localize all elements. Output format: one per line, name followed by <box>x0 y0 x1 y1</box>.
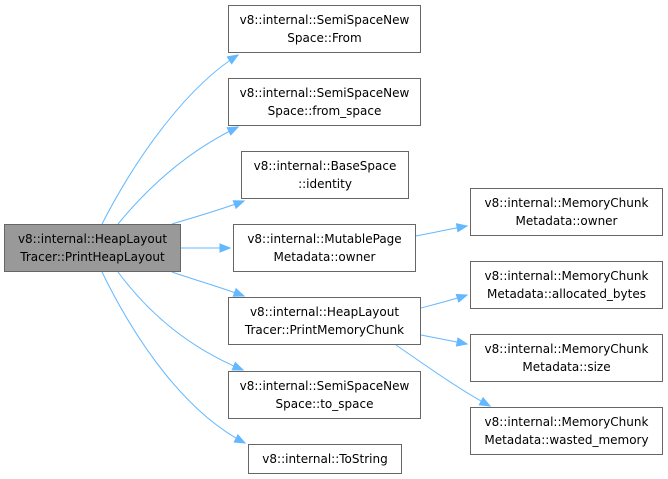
edge-root-to-from_space <box>117 126 239 225</box>
arrowhead-print_chunk-to-size <box>455 337 469 347</box>
node-line: ::identity <box>298 177 352 191</box>
node-semispace-new-space-from-space[interactable]: v8::internal::SemiSpaceNew Space::from_s… <box>228 78 421 126</box>
arrowhead-print_chunk-to-allocated <box>455 293 469 303</box>
arrowhead-root-to-to_space <box>231 361 245 371</box>
node-memory-chunk-metadata-size[interactable]: v8::internal::MemoryChunk Metadata::size <box>470 334 663 382</box>
node-memory-chunk-metadata-owner[interactable]: v8::internal::MemoryChunk Metadata::owne… <box>470 188 663 236</box>
edge-root-to-tostring <box>101 271 246 444</box>
node-line: v8::internal::MutablePage <box>247 232 402 246</box>
arrowhead-root-to-identity <box>232 200 246 210</box>
node-line: Space::from_space <box>267 104 382 118</box>
arrowhead-mp_owner-to-mc_owner <box>455 223 469 233</box>
node-line: v8::internal::MemoryChunk <box>484 342 649 356</box>
node-line: v8::internal::SemiSpaceNew <box>239 13 410 27</box>
node-semispace-new-space-to-space[interactable]: v8::internal::SemiSpaceNew Space::to_spa… <box>228 371 421 419</box>
node-to-string[interactable]: v8::internal::ToString <box>248 444 402 474</box>
arrowhead-root-to-print_chunk <box>232 287 246 297</box>
node-memory-chunk-metadata-allocated-bytes[interactable]: v8::internal::MemoryChunk Metadata::allo… <box>470 261 663 309</box>
arrowhead-root-to-tostring <box>233 434 247 444</box>
arrowhead-root-to-from_space <box>226 126 240 136</box>
node-line: Tracer::PrintHeapLayout <box>20 250 165 264</box>
node-mutable-page-metadata-owner[interactable]: v8::internal::MutablePage Metadata::owne… <box>233 224 416 272</box>
node-line: Metadata::owner <box>273 250 376 264</box>
arrowhead-root-to-from <box>226 54 240 65</box>
node-memory-chunk-metadata-wasted-memory[interactable]: v8::internal::MemoryChunk Metadata::wast… <box>470 407 663 455</box>
node-line: Tracer::PrintMemoryChunk <box>244 323 405 337</box>
edge-print_chunk-to-wasted <box>395 344 491 407</box>
node-line: v8::internal::SemiSpaceNew <box>239 379 410 393</box>
arrowhead-root-to-mp_owner <box>219 243 232 253</box>
node-line: v8::internal::SemiSpaceNew <box>239 86 410 100</box>
node-line: Space::to_space <box>275 397 374 411</box>
node-line: v8::internal::ToString <box>262 452 388 466</box>
node-line: Metadata::allocated_bytes <box>487 287 646 301</box>
node-line: v8::internal::BaseSpace <box>253 159 397 173</box>
node-semispace-new-space-from[interactable]: v8::internal::SemiSpaceNew Space::From <box>228 5 421 53</box>
edge-root-to-to_space <box>117 271 244 371</box>
node-line: Metadata::size <box>522 360 611 374</box>
node-line: v8::internal::HeapLayout <box>249 305 400 319</box>
node-line: v8::internal::HeapLayout <box>17 232 168 246</box>
node-heap-layout-tracer-print-heap-layout[interactable]: v8::internal::HeapLayout Tracer::PrintHe… <box>4 224 181 272</box>
node-line: v8::internal::MemoryChunk <box>484 415 649 429</box>
node-heap-layout-tracer-print-memory-chunk[interactable]: v8::internal::HeapLayout Tracer::PrintMe… <box>228 297 421 345</box>
edge-root-to-print_chunk <box>171 271 245 297</box>
node-line: Metadata::wasted_memory <box>484 433 649 447</box>
arrowhead-print_chunk-to-wasted <box>478 396 492 407</box>
node-base-space-identity[interactable]: v8::internal::BaseSpace ::identity <box>241 151 409 199</box>
node-line: v8::internal::MemoryChunk <box>484 196 649 210</box>
node-line: Metadata::owner <box>515 214 618 228</box>
node-line: Space::From <box>287 31 362 45</box>
edge-root-to-from <box>101 54 239 225</box>
node-line: v8::internal::MemoryChunk <box>484 269 649 283</box>
edge-root-to-identity <box>171 200 245 225</box>
